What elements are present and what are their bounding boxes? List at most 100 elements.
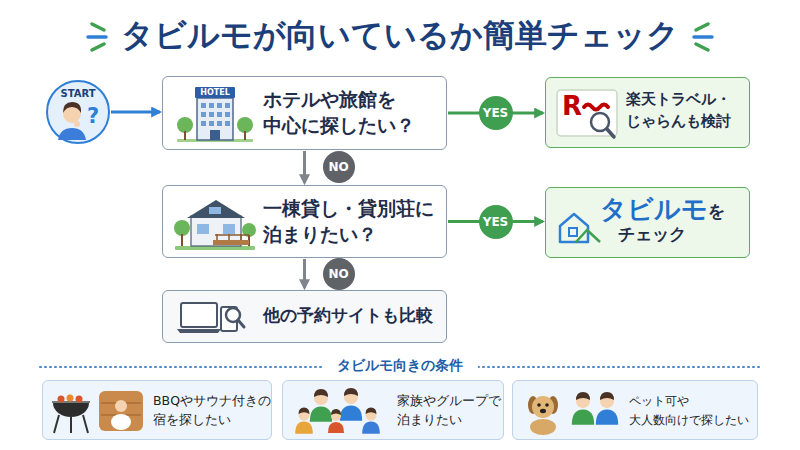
icon-shape (209, 121, 214, 126)
yes-badge: YES (479, 205, 513, 239)
yes-badge: YES (479, 96, 513, 130)
icon-shape (340, 405, 362, 420)
icon-shape (596, 409, 618, 424)
icon-shape (181, 303, 217, 327)
icon-shape (99, 391, 143, 431)
question-box: 一棟貸し・貸別荘に 泊まりたい？ (162, 185, 447, 258)
condition-text: BBQやサウナ付きの 宿を探したい (153, 392, 271, 430)
icon-shape (217, 121, 222, 126)
icon-shape (530, 419, 556, 435)
question-text: ホテルや旅館を 中心に探したい？ (263, 87, 443, 138)
icon-shape (237, 117, 253, 133)
condition-text: ペット可や 大人数向けで探したい (629, 392, 755, 429)
icon-shape (314, 389, 328, 397)
devices-icon (177, 299, 247, 337)
result-text: 楽天トラベル・ じゃらんも検討 (626, 89, 746, 133)
bbq-sauna-icon (49, 387, 149, 435)
icon-shape (83, 415, 88, 433)
result-box: タビルモを チェック (545, 187, 750, 258)
icon-shape (217, 103, 222, 108)
family-icon (291, 385, 395, 437)
icon-shape (295, 422, 313, 434)
section-heading: タビルモ向きの条件 (322, 357, 478, 375)
condition-card: 家族やグループで 泊まりたい (282, 380, 504, 440)
icon-shape (213, 240, 249, 245)
icon-shape (197, 224, 209, 234)
start-text: START (48, 87, 108, 101)
icon-shape (174, 220, 190, 236)
icon-shape (217, 112, 222, 117)
question-mark: ? (82, 102, 104, 130)
icon-shape (195, 87, 235, 98)
icon-shape (92, 44, 104, 50)
result-text: を チェック (618, 200, 744, 246)
condition-text: 家族やグループで 泊まりたい (397, 392, 501, 430)
icon-shape (576, 392, 590, 400)
icon-shape (328, 422, 344, 433)
icon-shape (181, 234, 183, 246)
icon-shape (175, 246, 255, 250)
icon-shape (572, 409, 594, 424)
icon-shape (223, 224, 235, 234)
icon-shape (201, 103, 206, 108)
icon-shape (92, 24, 104, 30)
question-box: HOTELホテルや旅館を 中心に探したい？ (162, 76, 447, 150)
tabirumo-logo-text: タビルモ (600, 194, 710, 225)
fallback-text: 他の予約サイトも比較 (263, 304, 445, 327)
flow-arrow (303, 151, 306, 183)
icon-shape (201, 112, 206, 117)
icon-shape (187, 200, 245, 218)
icon-shape (537, 403, 541, 407)
icon-shape (244, 131, 246, 140)
icon-shape (696, 24, 708, 30)
icon-shape (362, 422, 380, 434)
rakuten-logo-letter: R (562, 91, 586, 122)
tabirumo-logo-icon (556, 206, 602, 246)
icon-shape (209, 112, 214, 117)
icon-shape (238, 320, 244, 327)
result-box: R 楽天トラベル・ じゃらんも検討 (545, 77, 750, 148)
pet-group-icon (521, 385, 625, 437)
icon-shape (58, 396, 65, 403)
icon-shape (210, 130, 220, 140)
icon-shape (557, 90, 617, 136)
no-badge: NO (323, 151, 355, 183)
fallback-box: 他の予約サイトも比較 (162, 290, 447, 343)
icon-shape (310, 406, 332, 421)
house-icon (173, 192, 257, 254)
icon-shape (197, 98, 233, 140)
condition-card: ペット可や 大人数向けで探したい (512, 380, 758, 440)
icon-shape (331, 409, 341, 415)
icon-shape (540, 409, 546, 413)
icon-shape (560, 214, 588, 242)
icon-shape (177, 329, 221, 333)
icon-shape (58, 128, 86, 140)
icon-shape (478, 366, 760, 368)
icon-shape (569, 228, 577, 236)
icon-shape (600, 392, 614, 400)
icon-shape (74, 121, 80, 127)
icon-shape (299, 408, 310, 415)
icon-shape (696, 44, 708, 50)
icon-shape (209, 207, 221, 214)
icon-shape (177, 117, 193, 133)
icon-shape (576, 230, 600, 242)
icon-shape (215, 234, 249, 236)
icon-shape (209, 103, 214, 108)
icon-shape (225, 121, 230, 126)
icon-shape (225, 112, 230, 117)
icon-shape (67, 395, 74, 402)
title: タビルモが向いているか簡単チェック (0, 10, 800, 60)
flow-arrow (111, 111, 160, 114)
icon-shape (76, 396, 83, 403)
icon-shape (532, 396, 554, 418)
icon-shape (366, 408, 377, 415)
question-text: 一棟貸し・貸別荘に 泊まりたい？ (263, 196, 445, 247)
icon-shape (201, 121, 206, 126)
icon-shape (53, 403, 89, 417)
icon-shape (584, 105, 608, 110)
icon-shape (111, 414, 131, 430)
icon-shape (54, 415, 59, 433)
icon-shape (545, 403, 549, 407)
